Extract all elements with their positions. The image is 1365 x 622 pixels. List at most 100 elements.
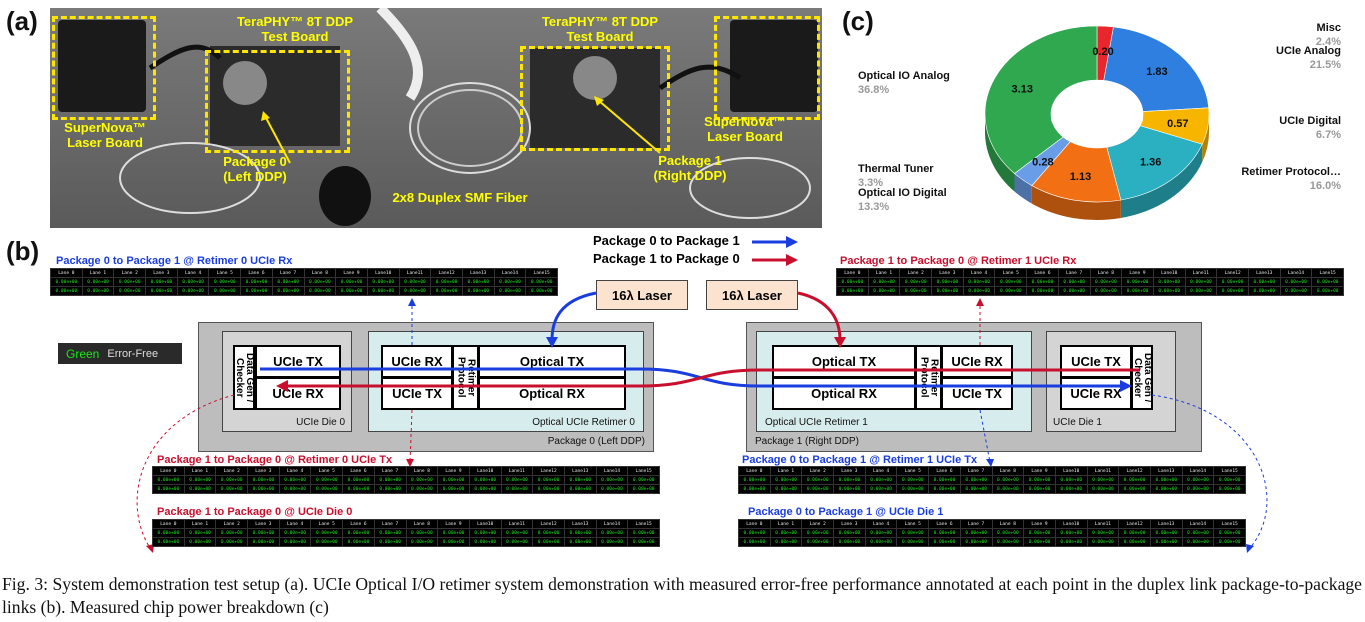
ber-value: 0.00e+00 bbox=[833, 537, 866, 547]
lane-header: Lane14 bbox=[1279, 268, 1313, 278]
lane-header: Lane 8 bbox=[991, 519, 1025, 529]
ber-value: 0.00e+00 bbox=[145, 286, 178, 296]
ret0-protocol: Retimer Protocol bbox=[452, 345, 479, 410]
lane-header: Lane 1 bbox=[769, 519, 803, 529]
pie-category-label: Optical IO Digital bbox=[858, 187, 947, 199]
donut-wall bbox=[1120, 144, 1203, 218]
pie-category-label: Thermal Tuner bbox=[858, 163, 934, 175]
donut-slice bbox=[1103, 26, 1210, 112]
ber-value: 0.00e+00 bbox=[461, 286, 495, 296]
lane-header: Lane15 bbox=[627, 519, 660, 529]
lane-header: Lane13 bbox=[461, 268, 495, 278]
retimer0-caption: Optical UCIe Retimer 0 bbox=[532, 417, 635, 428]
ber-value: 0.00e+00 bbox=[50, 277, 83, 287]
ber-value: 0.00e+00 bbox=[183, 537, 217, 547]
lane-header: Lane11 bbox=[1184, 268, 1218, 278]
blue-path-arrow-icon bbox=[1120, 380, 1132, 392]
ber-value: 0.00e+00 bbox=[1181, 475, 1215, 485]
ber-value: 0.00e+00 bbox=[215, 475, 249, 485]
ber-value: 0.00e+00 bbox=[373, 475, 407, 485]
ber-value: 0.00e+00 bbox=[959, 528, 993, 538]
lane-header: Lane13 bbox=[1149, 466, 1183, 476]
laser-right-block: 16λ Laser bbox=[706, 280, 798, 310]
legend-blue-arrow-icon bbox=[786, 236, 798, 248]
ber-value: 0.00e+00 bbox=[959, 537, 993, 547]
lane-header: Lane12 bbox=[532, 466, 565, 476]
lane-header: Lane 4 bbox=[864, 466, 898, 476]
ber-value: 0.00e+00 bbox=[1181, 484, 1215, 494]
ber-value: 0.00e+00 bbox=[867, 277, 901, 287]
ber-value: 0.00e+00 bbox=[500, 484, 534, 494]
ber-value: 0.00e+00 bbox=[994, 286, 1028, 296]
ber-value: 0.00e+00 bbox=[962, 286, 996, 296]
ber-value: 0.00e+00 bbox=[310, 484, 344, 494]
ber-value: 0.00e+00 bbox=[769, 537, 803, 547]
ber-value: 0.00e+00 bbox=[928, 475, 961, 485]
lane-header: Lane 2 bbox=[215, 519, 249, 529]
ber-value: 0.00e+00 bbox=[532, 484, 565, 494]
ber-value: 0.00e+00 bbox=[113, 286, 147, 296]
laser-right-arrow-icon bbox=[834, 337, 846, 348]
ber-value: 0.00e+00 bbox=[405, 537, 439, 547]
lane-header: Lane 7 bbox=[373, 519, 407, 529]
lane-header: Lane 8 bbox=[405, 466, 439, 476]
ber-value: 0.00e+00 bbox=[366, 286, 400, 296]
ber-value: 0.00e+00 bbox=[145, 277, 178, 287]
ber-value: 0.00e+00 bbox=[738, 475, 771, 485]
lane-header: Lane14 bbox=[1181, 519, 1215, 529]
ber-value: 0.00e+00 bbox=[278, 528, 312, 538]
ber-value: 0.00e+00 bbox=[271, 286, 305, 296]
lane-header: Lane14 bbox=[595, 466, 629, 476]
ber-value: 0.00e+00 bbox=[215, 528, 249, 538]
ber-value: 0.00e+00 bbox=[342, 475, 375, 485]
ber-value: 0.00e+00 bbox=[405, 475, 439, 485]
ber-value: 0.00e+00 bbox=[991, 484, 1025, 494]
retimer1-caption: Optical UCIe Retimer 1 bbox=[765, 417, 868, 428]
ber-value: 0.00e+00 bbox=[738, 537, 771, 547]
ber-value: 0.00e+00 bbox=[1089, 277, 1123, 287]
lane-header: Lane 1 bbox=[81, 268, 115, 278]
lane-header: Lane15 bbox=[525, 268, 558, 278]
ber-value: 0.00e+00 bbox=[1247, 277, 1281, 287]
lane-header: Lane 5 bbox=[208, 268, 242, 278]
lane-header: Lane15 bbox=[627, 466, 660, 476]
ber-value: 0.00e+00 bbox=[152, 528, 185, 538]
lane-header: Lane13 bbox=[1149, 519, 1183, 529]
lane-header: Lane 6 bbox=[240, 268, 273, 278]
ber-value: 0.00e+00 bbox=[833, 475, 866, 485]
pie-percent-label: 16.0% bbox=[1309, 180, 1341, 192]
ber-value: 0.00e+00 bbox=[867, 286, 901, 296]
lane-header: Lane 0 bbox=[152, 466, 185, 476]
ber-value: 0.00e+00 bbox=[81, 277, 115, 287]
ber-value: 0.00e+00 bbox=[208, 277, 242, 287]
ber-value: 0.00e+00 bbox=[1213, 484, 1246, 494]
pie-percent-label: 13.3% bbox=[858, 201, 890, 213]
pie-category-label: UCIe Analog bbox=[1276, 45, 1341, 57]
ber-value: 0.00e+00 bbox=[959, 475, 993, 485]
ber-value: 0.00e+00 bbox=[247, 484, 280, 494]
ber-value: 0.00e+00 bbox=[1149, 528, 1183, 538]
lane-header: Lane 7 bbox=[373, 466, 407, 476]
datagen0: Data Gen / Checker bbox=[233, 345, 255, 410]
ber-value: 0.00e+00 bbox=[310, 475, 344, 485]
ber-value: 0.00e+00 bbox=[769, 484, 803, 494]
lane-header: Lane 2 bbox=[801, 519, 835, 529]
ber-value: 0.00e+00 bbox=[152, 484, 185, 494]
ber-value: 0.00e+00 bbox=[962, 277, 996, 287]
ber-value: 0.00e+00 bbox=[500, 528, 534, 538]
ber-value: 0.00e+00 bbox=[896, 528, 930, 538]
laser-left-block: 16λ Laser bbox=[596, 280, 688, 310]
slice-value-label: 1.36 bbox=[1140, 157, 1161, 169]
package1-caption: Package 1 (Right DDP) bbox=[755, 436, 859, 447]
ber-value: 0.00e+00 bbox=[532, 528, 565, 538]
ber-value: 0.00e+00 bbox=[1023, 475, 1056, 485]
ber-value: 0.00e+00 bbox=[1023, 528, 1056, 538]
lane-header: Lane 4 bbox=[278, 519, 312, 529]
lane-header: Lane 6 bbox=[342, 466, 375, 476]
lane-header: Lane 3 bbox=[833, 519, 866, 529]
lane-header: Lane14 bbox=[493, 268, 527, 278]
slice-value-label: 3.13 bbox=[1012, 84, 1033, 96]
ber-value: 0.00e+00 bbox=[405, 528, 439, 538]
